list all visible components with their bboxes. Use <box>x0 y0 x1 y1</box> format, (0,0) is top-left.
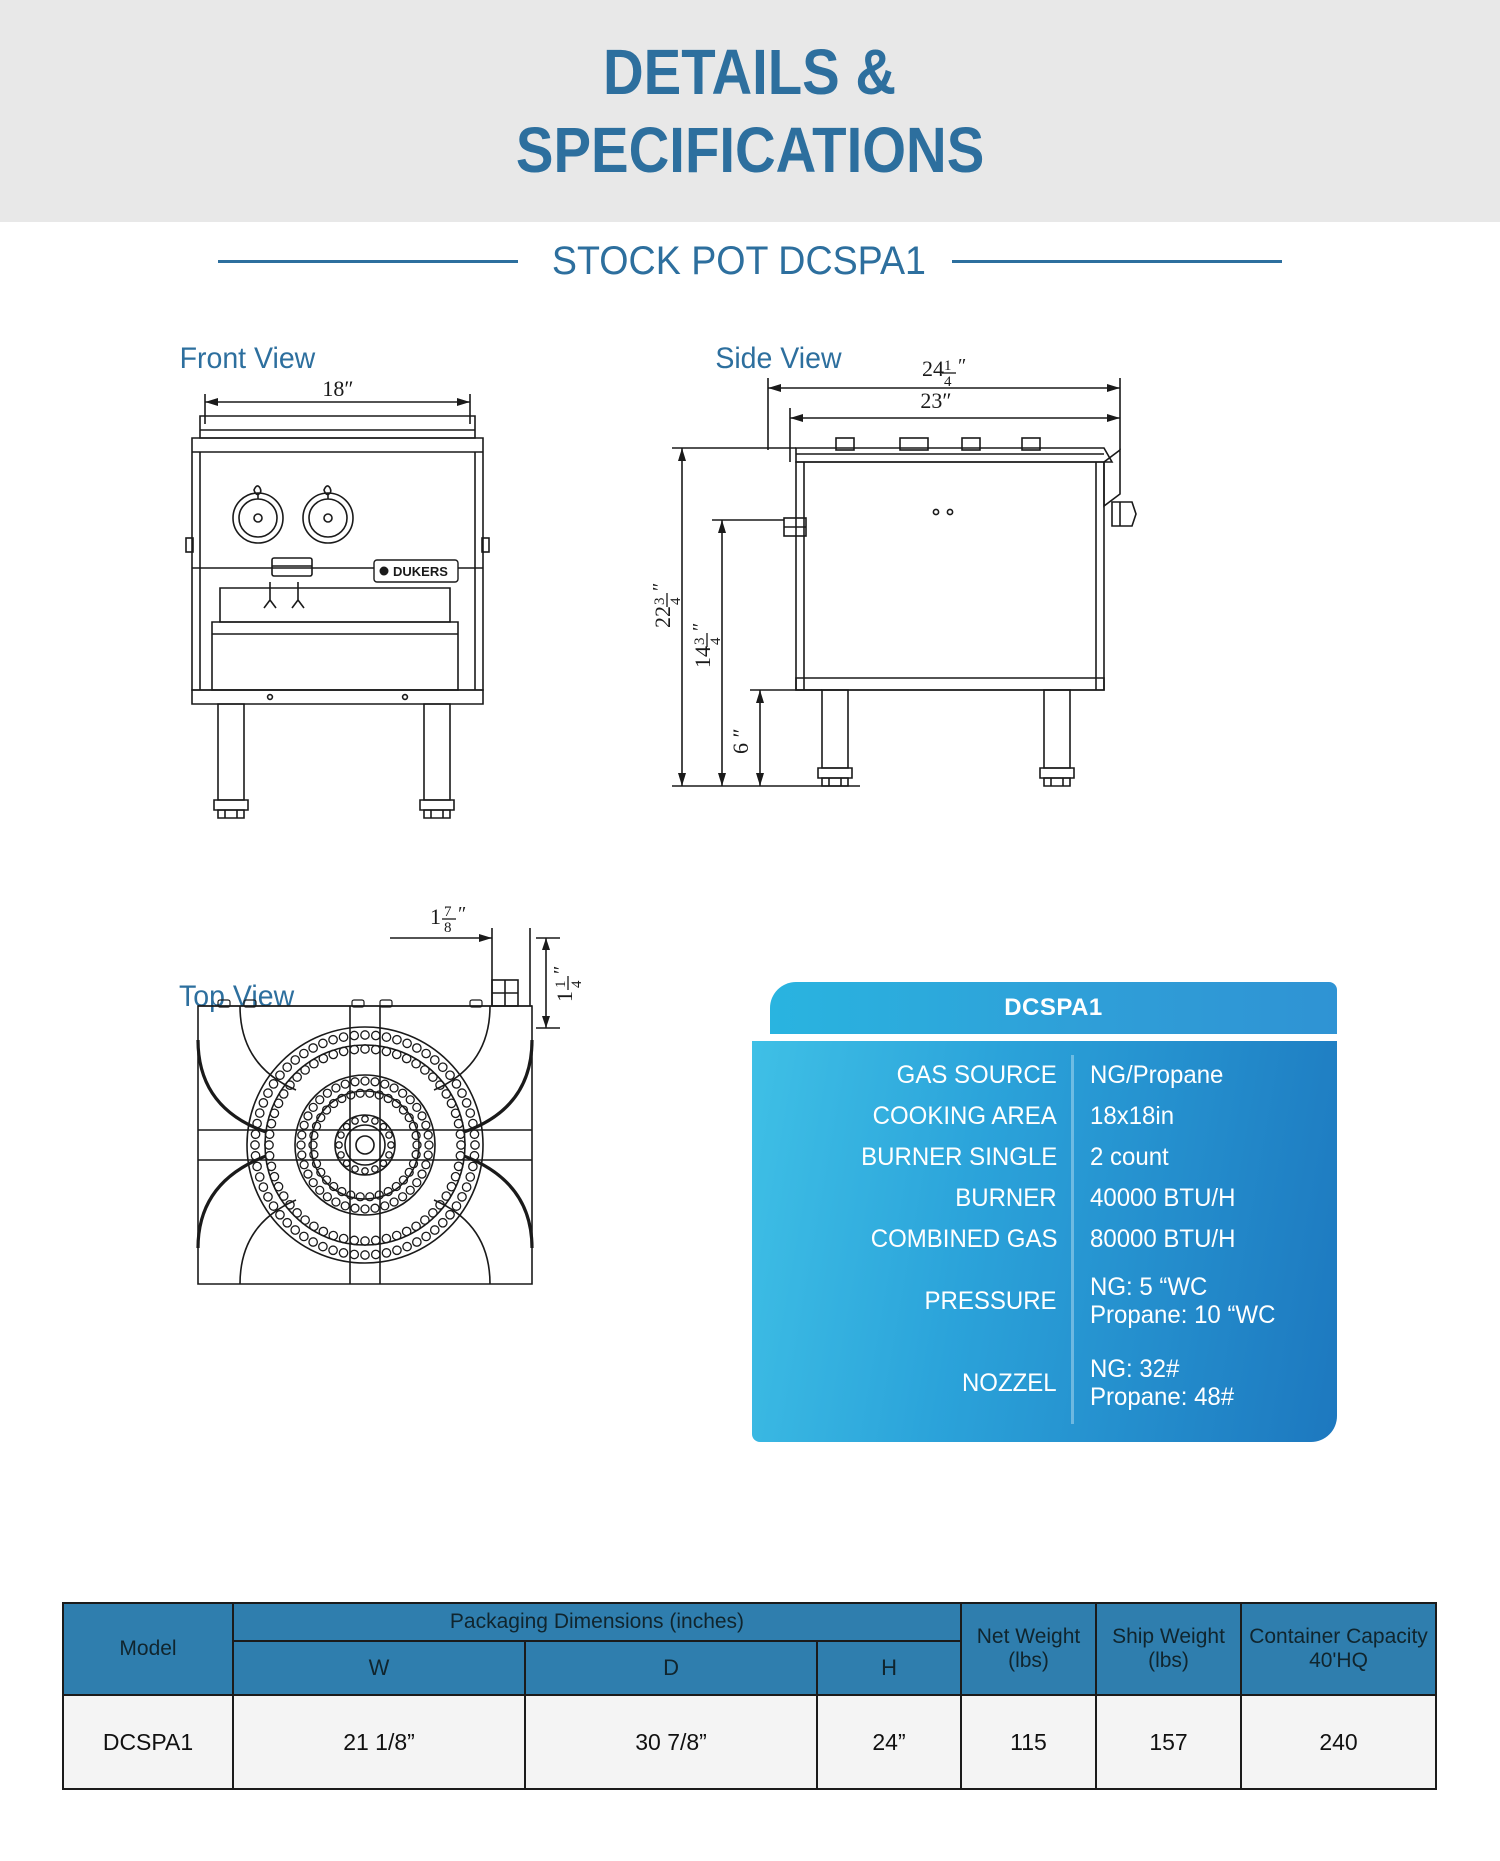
front-view-label: Front View <box>179 342 316 375</box>
page-subtitle: STOCK POT DCSPA1 <box>552 239 926 284</box>
title-rule-left <box>218 259 519 263</box>
page-header-band: DETAILS & SPECIFICATIONS <box>0 0 1500 222</box>
svg-text:7: 7 <box>444 904 452 920</box>
cell-height: 24” <box>816 1694 962 1790</box>
svg-text:1: 1 <box>944 358 952 374</box>
spec-value-pressure-ng: NG: 5 “WC <box>1090 1273 1208 1301</box>
top-inlet-offset-dim: 1 <box>430 904 441 929</box>
top-view-drawing: 1 7 8 ″ 1 1 4 ″ <box>140 903 620 1320</box>
spec-label-nozzel: NOZZEL <box>962 1368 1057 1397</box>
cell-width: 21 1/8” <box>231 1694 527 1790</box>
spec-value-cooking-area: 18x18in <box>1090 1102 1175 1131</box>
col-w: W <box>231 1640 527 1696</box>
spec-label-combined-gas: COMBINED GAS <box>870 1225 1057 1254</box>
spec-value-pressure: NG: 5 “WC Propane: 10 “WC <box>1090 1260 1275 1342</box>
spec-value-nozzel-propane: Propane: 48# <box>1090 1383 1235 1411</box>
cell-container-capacity: 240 <box>1240 1694 1437 1790</box>
svg-text:4: 4 <box>668 597 684 605</box>
spec-value-burner: 40000 BTU/H <box>1090 1184 1236 1213</box>
col-net-weight-l1: Net Weight <box>976 1625 1081 1649</box>
side-view-label: Side View <box>715 342 842 375</box>
svg-text:4: 4 <box>569 980 585 988</box>
spec-value-burner-single: 2 count <box>1090 1143 1169 1172</box>
side-view-drawing: 24 1 4 ″ 23″ 22 3 4 ″ 14 3 4 ″ 6 ″ <box>649 355 1230 810</box>
title-rule-right <box>951 259 1282 263</box>
side-overall-depth-dim: 24 <box>922 356 944 381</box>
svg-text:″: ″ <box>458 903 466 925</box>
cell-net-weight: 115 <box>960 1694 1097 1790</box>
spec-label-burner-single: BURNER SINGLE <box>860 1143 1057 1172</box>
svg-text:DUKERS: DUKERS <box>393 564 448 579</box>
front-view-drawing: DUKERS 18″ <box>150 376 570 830</box>
svg-text:4: 4 <box>708 637 724 645</box>
col-net-weight-l2: (lbs) <box>1008 1649 1049 1672</box>
spec-label-pressure: PRESSURE <box>924 1286 1057 1315</box>
product-name: STOCK POT <box>551 238 779 283</box>
svg-text:4: 4 <box>944 374 952 390</box>
cell-depth: 30 7/8” <box>524 1694 819 1790</box>
col-net-weight: Net Weight (lbs) <box>960 1602 1097 1696</box>
side-body-depth-dim: 23″ <box>920 388 951 413</box>
page-title-line-2: SPECIFICATIONS <box>515 114 985 186</box>
col-container-l1: Container Capacity <box>1249 1625 1428 1649</box>
svg-text:″: ″ <box>649 583 671 591</box>
cell-model: DCSPA1 <box>62 1694 234 1790</box>
col-model: Model <box>62 1602 234 1696</box>
top-inlet-width-dim: 1 <box>552 991 577 1002</box>
table-row: DCSPA1 21 1/8” 30 7/8” 24” 115 157 240 <box>62 1694 1437 1790</box>
svg-text:8: 8 <box>444 920 452 936</box>
spec-panel-title: DCSPA1 <box>1004 994 1103 1021</box>
col-ship-weight-l2: (lbs) <box>1148 1649 1189 1672</box>
spec-panel-header: DCSPA1 <box>770 982 1337 1034</box>
spec-panel-body: GAS SOURCE COOKING AREA BURNER SINGLE BU… <box>752 1041 1337 1442</box>
page-title-line-1: DETAILS & <box>603 36 897 108</box>
front-width-dim: 18″ <box>322 376 353 401</box>
table-header-row-1: Model Packaging Dimensions (inches) Net … <box>62 1602 1437 1696</box>
col-container-capacity: Container Capacity 40'HQ <box>1240 1602 1437 1696</box>
col-container-l2: 40'HQ <box>1309 1649 1368 1672</box>
col-ship-weight: Ship Weight (lbs) <box>1095 1602 1242 1696</box>
packaging-table-body: DCSPA1 21 1/8” 30 7/8” 24” 115 157 240 <box>62 1694 1437 1790</box>
svg-text:1: 1 <box>553 981 569 989</box>
spec-value-pressure-propane: Propane: 10 “WC <box>1090 1301 1276 1329</box>
side-leg-height-dim: 6 ″ <box>728 728 753 754</box>
table-header-row-2: W D H <box>63 1640 1436 1696</box>
spec-value-combined-gas: 80000 BTU/H <box>1090 1225 1236 1254</box>
col-ship-weight-l1: Ship Weight <box>1112 1625 1225 1649</box>
svg-text:3: 3 <box>652 598 668 606</box>
col-h: H <box>816 1640 962 1696</box>
svg-text:″: ″ <box>689 623 711 631</box>
cell-ship-weight: 157 <box>1095 1694 1242 1790</box>
spec-label-gas-source: GAS SOURCE <box>896 1061 1057 1090</box>
brand-logo: DUKERS <box>373 559 459 583</box>
packaging-table: Model Packaging Dimensions (inches) Net … <box>62 1602 1437 1790</box>
svg-text:3: 3 <box>692 638 708 646</box>
col-d: D <box>524 1640 819 1696</box>
spec-value-nozzel-ng: NG: 32# <box>1090 1355 1180 1383</box>
model-number: DCSPA1 <box>778 238 927 283</box>
spec-value-column: NG/Propane 18x18in 2 count 40000 BTU/H 8… <box>1074 1055 1337 1424</box>
model-title-row: STOCK POT DCSPA1 <box>0 222 1500 300</box>
spec-label-burner: BURNER <box>955 1184 1057 1213</box>
side-cooktop-height-dim: 14 <box>690 646 715 668</box>
packaging-table-header: Model Packaging Dimensions (inches) Net … <box>62 1602 1437 1696</box>
spec-label-cooking-area: COOKING AREA <box>872 1102 1057 1131</box>
svg-text:″: ″ <box>958 355 966 377</box>
side-overall-height-dim: 22 <box>650 606 675 628</box>
spec-panel: DCSPA1 GAS SOURCE COOKING AREA BURNER SI… <box>752 982 1337 1442</box>
svg-text:″: ″ <box>550 966 572 974</box>
spec-label-column: GAS SOURCE COOKING AREA BURNER SINGLE BU… <box>752 1055 1074 1424</box>
spec-value-nozzel: NG: 32# Propane: 48# <box>1090 1342 1234 1424</box>
spec-value-gas-source: NG/Propane <box>1090 1061 1224 1090</box>
col-packaging-group: Packaging Dimensions (inches) <box>232 1602 962 1642</box>
